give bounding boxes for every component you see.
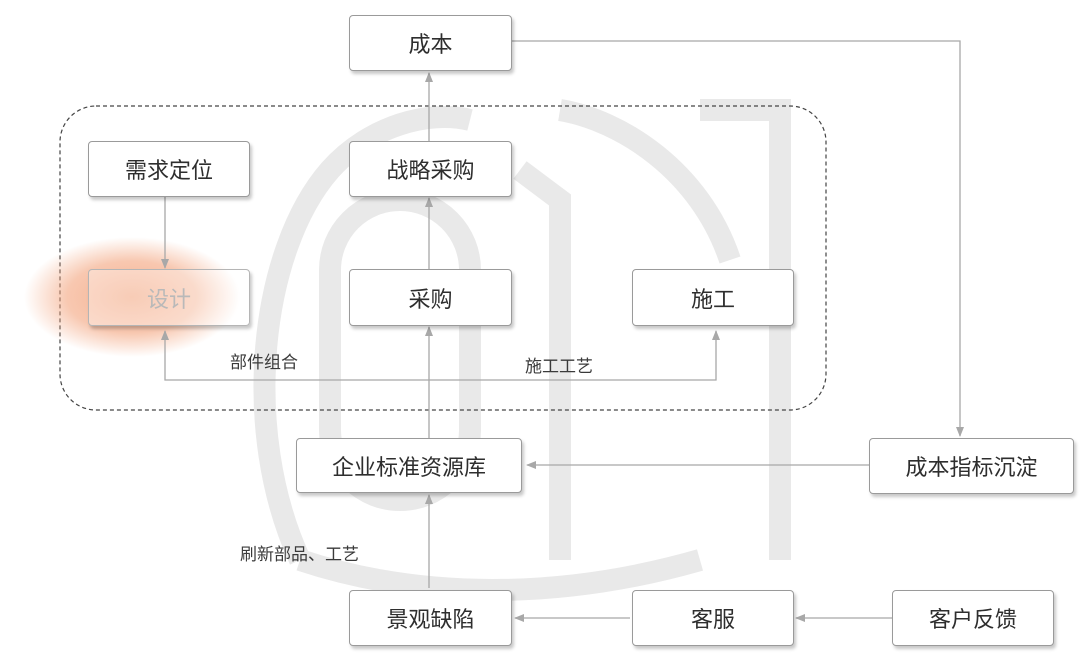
node-construction[interactable]: 施工 bbox=[632, 269, 794, 326]
node-landscape-defect[interactable]: 景观缺陷 bbox=[349, 590, 512, 646]
node-demand-positioning[interactable]: 需求定位 bbox=[88, 141, 250, 197]
label-refresh-parts-craft: 刷新部品、工艺 bbox=[240, 545, 359, 565]
node-design[interactable]: 设计 bbox=[88, 269, 250, 326]
node-cost-index-accumulation[interactable]: 成本指标沉淀 bbox=[869, 438, 1074, 494]
node-customer-service[interactable]: 客服 bbox=[632, 590, 794, 646]
design-highlight bbox=[24, 237, 240, 357]
connectors bbox=[161, 40, 964, 622]
watermark-logo bbox=[253, 99, 791, 601]
label-component-combination: 部件组合 bbox=[230, 353, 298, 373]
node-enterprise-standard-library[interactable]: 企业标准资源库 bbox=[296, 438, 522, 493]
node-cost[interactable]: 成本 bbox=[349, 15, 512, 71]
edge-bracket-left bbox=[161, 330, 429, 381]
node-procurement[interactable]: 采购 bbox=[349, 269, 512, 326]
node-strategic-procurement[interactable]: 战略采购 bbox=[349, 141, 512, 197]
edge-bracket-right bbox=[429, 330, 720, 381]
label-construction-craft: 施工工艺 bbox=[525, 357, 593, 377]
node-customer-feedback[interactable]: 客户反馈 bbox=[892, 590, 1054, 646]
edge-cost-costindex bbox=[512, 40, 964, 437]
